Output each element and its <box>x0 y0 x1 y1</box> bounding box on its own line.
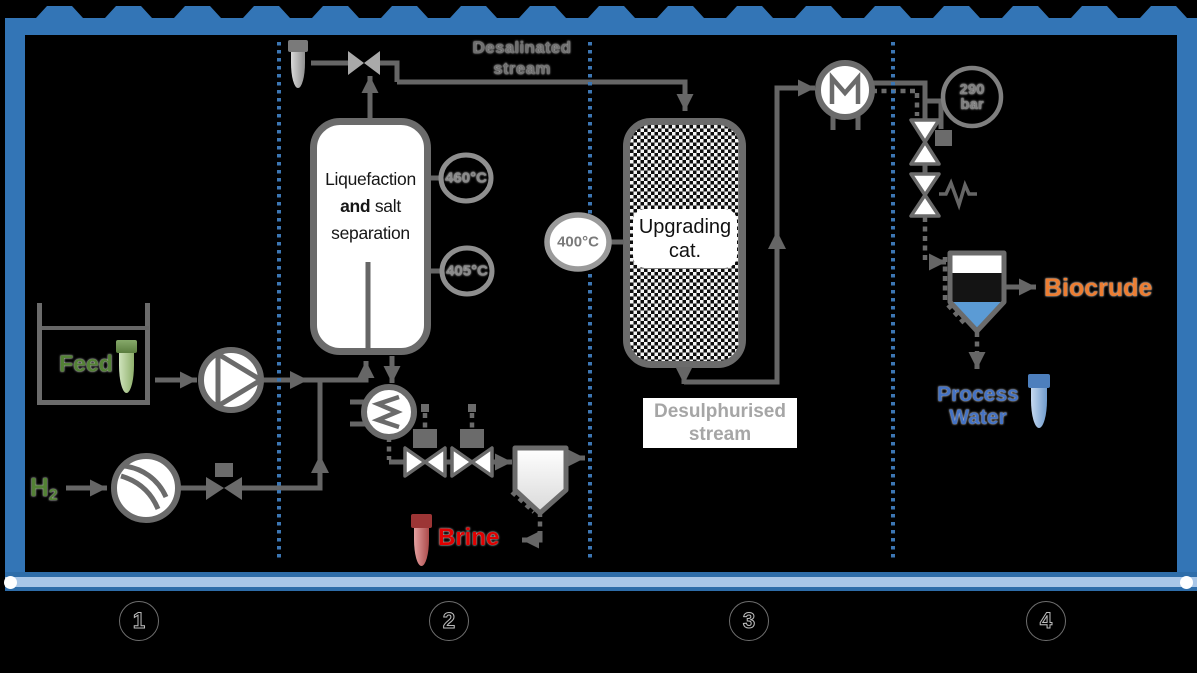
water-test-tube-icon <box>1028 374 1050 388</box>
feed-tank <box>37 303 150 405</box>
liquefaction-vessel-label: Liquefaction and salt separation <box>325 169 416 243</box>
process-water-label: Process Water <box>937 383 1019 429</box>
sample-test-tube-icon <box>288 40 308 52</box>
feed-test-tube-icon <box>116 340 137 353</box>
brine-label: Brine <box>438 524 500 551</box>
h2-control-valve-icon <box>206 463 242 500</box>
back-pressure-valve-icon <box>909 118 952 166</box>
section-dividers <box>277 42 895 562</box>
frame-right-bar <box>1177 18 1197 591</box>
temp-indicator-405-icon <box>439 245 495 297</box>
step-number-1: 1 <box>119 601 159 641</box>
frame-bottom-band <box>5 572 1197 591</box>
step-number-3: 3 <box>729 601 769 641</box>
pressure-290bar-label: 290 bar <box>959 81 985 113</box>
frame-left-bar <box>5 18 25 591</box>
desulphurised-stream-label: Desulphurised stream <box>643 398 797 448</box>
h2-compressor-icon <box>111 453 181 523</box>
feed-pump-icon <box>198 347 264 413</box>
temp-460-label: 460°C <box>445 169 487 187</box>
biocrude-label: Biocrude <box>1044 274 1153 302</box>
temp-indicator-400-icon <box>544 212 612 272</box>
flow-arrowheads <box>290 231 786 473</box>
sample-test-tube-body <box>291 52 305 88</box>
feed-test-tube-body <box>119 353 134 393</box>
heat-exchanger-icon <box>815 60 875 120</box>
brine-test-tube-body <box>414 528 429 566</box>
brine-test-tube-icon <box>411 514 432 528</box>
pressure-indicator-290bar-icon <box>940 65 1004 129</box>
temp-indicator-460-icon <box>438 152 494 204</box>
cooler-heat-exchanger-icon <box>361 384 417 440</box>
h2-label: H2 <box>30 472 58 504</box>
letdown-valve-b-icon <box>450 404 494 478</box>
brine-separator-icon <box>512 445 569 516</box>
product-separator-icon <box>947 250 1007 334</box>
bottom-bar-right-dot <box>1180 576 1193 589</box>
upgrading-cat-label: Upgrading cat. <box>633 209 737 268</box>
step-number-2: 2 <box>429 601 469 641</box>
sample-valve-icon <box>348 51 380 75</box>
bottom-bar-left-dot <box>4 576 17 589</box>
relief-valve-icon <box>909 172 941 218</box>
frame-teeth-border <box>25 6 1197 18</box>
desalinated-stream-label: Desalinated stream <box>472 38 572 78</box>
letdown-valve-a-icon <box>403 404 447 478</box>
temp-405-label: 405°C <box>446 262 488 280</box>
temp-400-label: 400°C <box>557 233 599 251</box>
step-number-4: 4 <box>1026 601 1066 641</box>
frame-top-band <box>5 18 1197 35</box>
water-test-tube-body <box>1031 388 1047 428</box>
feed-label: Feed <box>59 350 113 377</box>
